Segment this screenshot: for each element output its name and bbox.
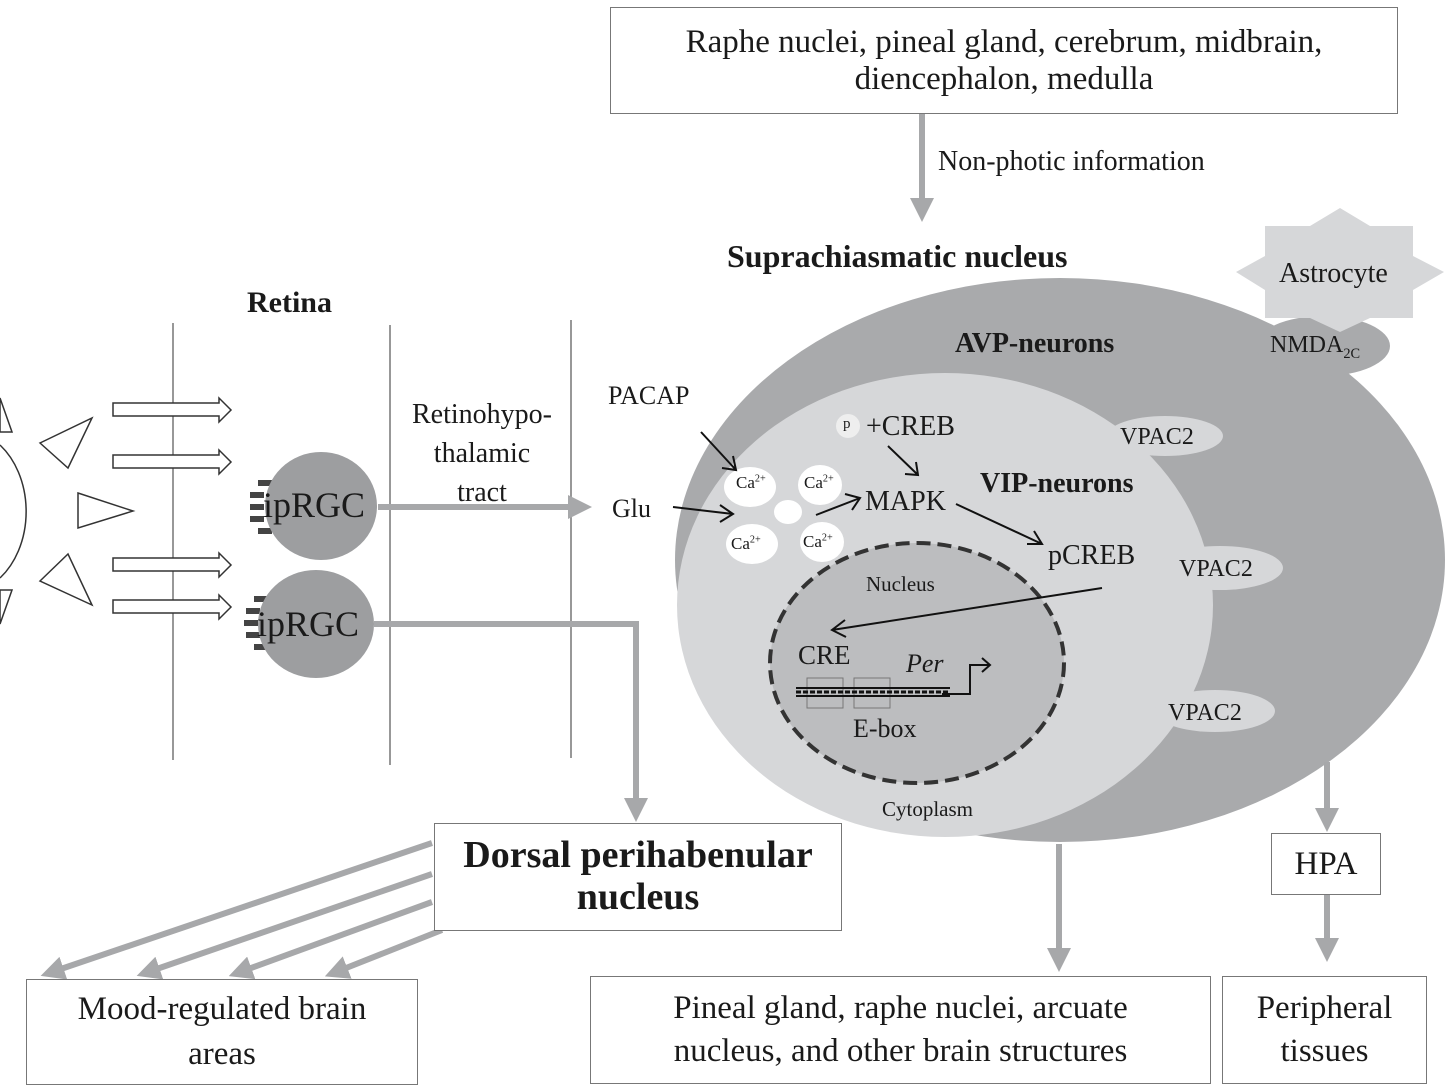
astrocyte-shape (1236, 208, 1444, 332)
calcium-vesicle (800, 522, 844, 562)
cre-label: CRE (798, 640, 851, 670)
dna-strand (796, 677, 950, 709)
scn-title: Suprachiasmatic nucleus (727, 238, 1068, 274)
signaling-arrows (672, 431, 1103, 695)
calcium-label: Ca2+ (736, 473, 766, 492)
iprgc-label-1: ipRGC (263, 485, 366, 525)
hpa-box: HPA (1271, 833, 1381, 895)
calcium-label: Ca2+ (731, 534, 761, 553)
cytoplasm-label: Cytoplasm (882, 797, 974, 821)
iprgc-cell-2 (244, 570, 374, 678)
iprgc-label-2: ipRGC (257, 604, 360, 644)
box-text: diencephalon, medulla (854, 60, 1154, 97)
light-arrows (112, 396, 233, 621)
nucleus-label: Nucleus (866, 572, 935, 596)
creb-label: +CREB (866, 411, 955, 442)
phosphate-circle (836, 414, 860, 438)
calcium-vesicle (774, 500, 802, 524)
astrocyte-label: Astrocyte (1279, 258, 1388, 289)
vpac2-receptor-2 (1157, 546, 1283, 590)
calcium-vesicle (726, 524, 778, 564)
pcreb-label: pCREB (1048, 540, 1136, 571)
glu-label: Glu (612, 494, 651, 523)
box-text: Raphe nuclei, pineal gland, cerebrum, mi… (685, 24, 1323, 61)
vip-neurons-label: VIP-neurons (980, 468, 1134, 499)
calcium-label: Ca2+ (804, 473, 834, 492)
ebox-label: E-box (853, 714, 917, 743)
top-brain-regions-box: Raphe nuclei, pineal gland, cerebrum, mi… (610, 7, 1398, 114)
sun-icon (0, 397, 136, 625)
calcium-vesicle (724, 467, 776, 507)
vpac2-label-1: VPAC2 (1120, 424, 1194, 450)
phosphate-label: p (843, 416, 851, 432)
non-photic-label: Non-photic information (938, 146, 1205, 177)
per-gene-label: Per (906, 649, 944, 678)
vpac2-label-2: VPAC2 (1179, 556, 1253, 582)
retina-title: Retina (247, 286, 332, 319)
pacap-label: PACAP (608, 381, 690, 410)
mapk-label: MAPK (865, 486, 946, 517)
calcium-label: Ca2+ (803, 532, 833, 551)
nmda-receptor (1256, 316, 1390, 376)
calcium-vesicle (798, 465, 842, 505)
pathway-arrows (40, 113, 1339, 980)
nmda-label: NMDA2C (1270, 332, 1361, 362)
vpac2-label-3: VPAC2 (1168, 700, 1242, 726)
vpac2-receptor-3 (1155, 690, 1275, 732)
nucleus-shape (768, 541, 1066, 785)
vpac2-receptor-1 (1107, 416, 1223, 456)
avp-neurons-label: AVP-neurons (955, 328, 1115, 359)
iprgc-cell-1 (250, 452, 377, 560)
